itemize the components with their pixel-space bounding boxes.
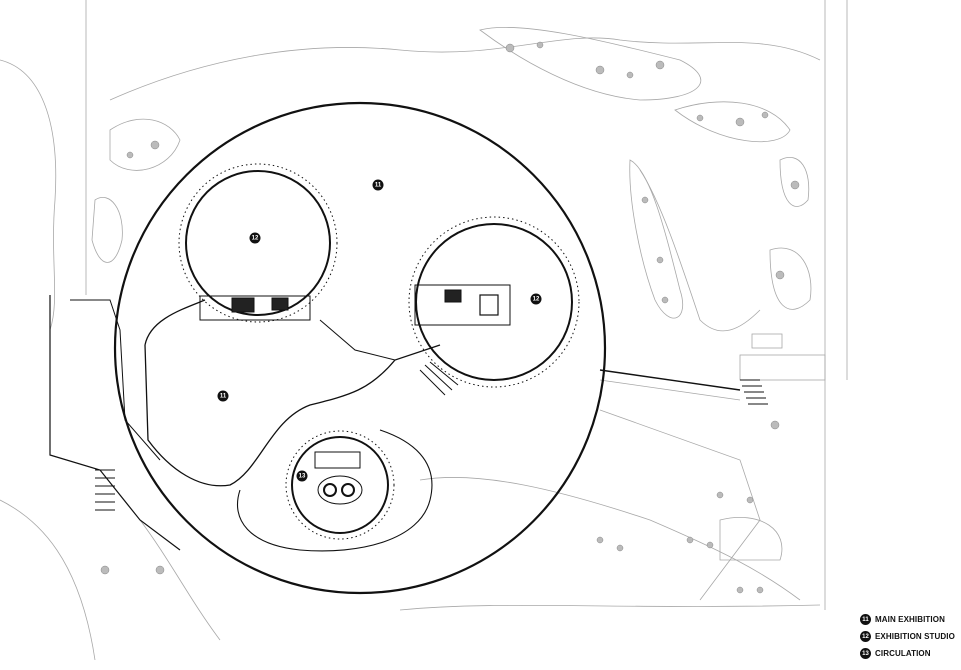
legend-badge: 11 [860, 614, 871, 625]
marker-circulation: 13 [296, 470, 308, 482]
site-context-lines [0, 0, 848, 661]
studio-rings [178, 163, 580, 540]
legend-item: 11 MAIN EXHIBITION [860, 611, 955, 628]
legend-badge: 12 [860, 631, 871, 642]
legend-label: EXHIBITION STUDIO [875, 632, 955, 641]
marker-main-exhibition: 11 [372, 179, 384, 191]
legend-item: 13 CIRCULATION [860, 645, 955, 662]
building-outline [49, 101, 741, 595]
marker-exhibition-studio: 12 [530, 293, 542, 305]
legend-badge: 13 [860, 648, 871, 659]
legend-item: 12 EXHIBITION STUDIO [860, 628, 955, 645]
legend-label: CIRCULATION [875, 649, 931, 658]
marker-exhibition-studio: 12 [249, 232, 261, 244]
legend: 11 MAIN EXHIBITION 12 EXHIBITION STUDIO … [860, 611, 955, 662]
legend-label: MAIN EXHIBITION [875, 615, 945, 624]
marker-main-exhibition: 11 [217, 390, 229, 402]
stairs [95, 361, 768, 511]
planting-dots [100, 41, 800, 594]
